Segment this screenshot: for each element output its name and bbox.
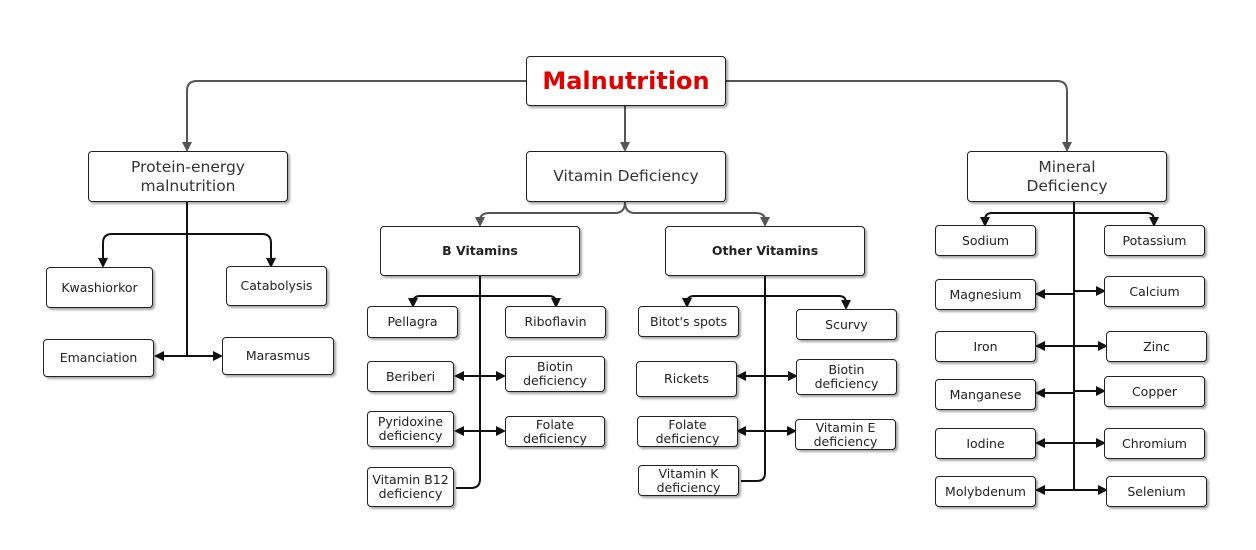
m-zinc: Zinc — [1106, 331, 1207, 362]
o-vitamin-k: Vitamin K deficiency — [638, 465, 739, 496]
edge-b-trunk — [456, 276, 481, 489]
o-biotin: Biotin deficiency — [796, 359, 897, 395]
o-scurvy: Scurvy — [796, 309, 897, 340]
edge-pe-kwashiorkor — [98, 233, 187, 268]
m-calcium: Calcium — [1104, 276, 1205, 307]
edge-root-mineral — [726, 80, 1072, 152]
edge-vit-b — [475, 201, 626, 227]
branch-mineral-deficiency: Mineral Deficiency — [967, 151, 1167, 202]
m-copper: Copper — [1104, 376, 1205, 407]
b-vitamin-b12: Vitamin B12 deficiency — [367, 467, 454, 507]
m-magnesium: Magnesium — [935, 279, 1036, 310]
o-folate: Folate deficiency — [637, 416, 738, 447]
b-pyridoxine: Pyridoxine deficiency — [367, 411, 454, 447]
m-iron: Iron — [935, 331, 1036, 362]
m-selenium: Selenium — [1106, 476, 1207, 507]
o-rickets: Rickets — [636, 361, 737, 397]
edge-o-trunk — [741, 276, 766, 482]
edge-o-bitots — [682, 295, 765, 308]
edge-b-pellagra — [408, 295, 480, 308]
edge-o-scurvy — [765, 295, 851, 310]
edge-m-sodium — [980, 212, 1074, 227]
m-chromium: Chromium — [1104, 428, 1205, 459]
b-biotin: Biotin deficiency — [505, 356, 605, 392]
b-pellagra: Pellagra — [367, 306, 458, 338]
b-folate: Folate deficiency — [505, 416, 605, 447]
branch-protein-energy: Protein-energy malnutrition — [88, 151, 288, 202]
o-bitots-spots: Bitot's spots — [638, 306, 739, 337]
b-beriberi: Beriberi — [367, 361, 454, 392]
m-iodine: Iodine — [935, 428, 1036, 459]
pe-catabolysis: Catabolysis — [226, 266, 327, 306]
m-manganese: Manganese — [935, 379, 1036, 410]
group-other-vitamins: Other Vitamins — [665, 226, 865, 276]
b-riboflavin: Riboflavin — [505, 306, 606, 338]
o-vitamin-e: Vitamin E deficiency — [795, 419, 896, 450]
edge-b-riboflavin — [480, 295, 561, 308]
branch-vitamin-deficiency: Vitamin Deficiency — [526, 151, 726, 202]
pe-marasmus: Marasmus — [222, 337, 334, 375]
edge-vit-other — [624, 201, 770, 227]
m-molybdenum: Molybdenum — [935, 476, 1036, 507]
group-b-vitamins: B Vitamins — [380, 226, 580, 276]
edge-root-protein — [182, 80, 526, 152]
edge-pe-catabolysis — [187, 233, 276, 268]
pe-kwashiorkor: Kwashiorkor — [46, 267, 153, 308]
edge-m-potassium — [1074, 212, 1159, 227]
pe-emanciation: Emanciation — [43, 339, 154, 377]
m-potassium: Potassium — [1104, 225, 1205, 256]
m-sodium: Sodium — [935, 225, 1036, 256]
root-node: Malnutrition — [526, 56, 726, 106]
